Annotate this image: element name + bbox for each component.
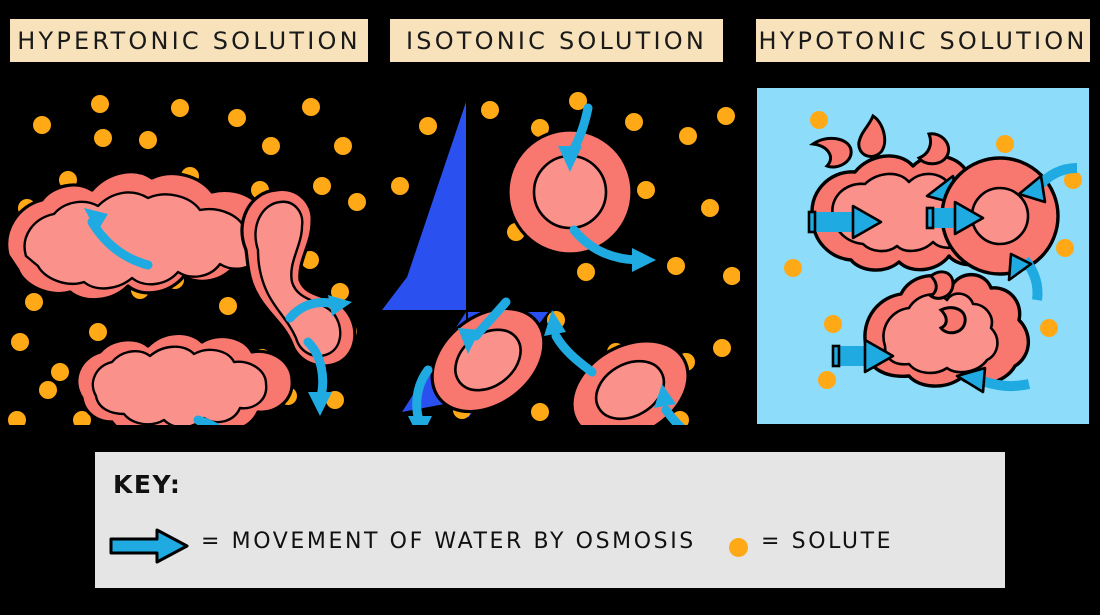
panel-title-hypertonic-label: HYPERTONIC SOLUTION: [17, 26, 361, 55]
solute-dots-hypotonic: [784, 111, 1082, 389]
key-heading: KEY:: [113, 470, 182, 499]
panel-title-isotonic-label: ISOTONIC SOLUTION: [405, 26, 708, 55]
panel-hypertonic: [0, 80, 368, 425]
key-legend-panel: KEY: = MOVEMENT OF WATER BY OSMOSIS = SO…: [95, 452, 1005, 588]
panel-title-hypotonic-label: HYPOTONIC SOLUTION: [758, 26, 1088, 55]
panel-title-isotonic: ISOTONIC SOLUTION: [390, 19, 723, 62]
panel-hypotonic: [757, 88, 1089, 424]
osmosis-arrow-in: [558, 103, 593, 172]
crenated-cell: [240, 187, 357, 368]
arrow-right-icon: [109, 528, 189, 564]
lysed-fragments: [928, 270, 967, 335]
osmosis-arrow-out: [303, 337, 332, 416]
normal-cell: [506, 128, 634, 256]
osmosis-arrow-out: [569, 225, 656, 272]
panel-title-hypertonic: HYPERTONIC SOLUTION: [10, 19, 368, 62]
osmosis-arrow-in: [1017, 163, 1078, 204]
osmosis-arrow-in: [955, 366, 1031, 394]
crenated-cell: [5, 170, 293, 302]
key-arrow-label: = MOVEMENT OF WATER BY OSMOSIS: [201, 529, 696, 554]
osmosis-arrow-in: [925, 200, 985, 236]
arrow-right-icon-svg: [109, 528, 189, 564]
osmosis-arrow-out: [408, 365, 433, 425]
panel-isotonic: [380, 80, 740, 425]
osmosis-arrow-out: [544, 310, 597, 377]
lysed-fragments: [809, 113, 950, 169]
hypotonic-illustration: [784, 111, 1082, 394]
osmosis-arrow-in: [807, 204, 883, 240]
osmosis-arrow-out: [285, 295, 352, 323]
osmosis-arrow-out: [84, 208, 153, 270]
osmosis-arrow-in: [458, 297, 511, 354]
panel-title-hypotonic: HYPOTONIC SOLUTION: [756, 19, 1090, 62]
crenated-cell: [75, 331, 294, 425]
key-solute-label: = SOLUTE: [761, 529, 894, 554]
hypertonic-illustration: [5, 95, 366, 425]
isotonic-illustration: [382, 92, 740, 425]
osmosis-arrow-in: [831, 338, 895, 374]
osmosis-arrow-in: [1007, 252, 1043, 301]
normal-cell: [570, 339, 690, 425]
osmosis-arrow-out: [193, 415, 221, 425]
osmosis-arrow-in: [654, 384, 685, 425]
key-row: = MOVEMENT OF WATER BY OSMOSIS = SOLUTE: [109, 524, 989, 568]
solute-dot-icon: [729, 538, 748, 557]
